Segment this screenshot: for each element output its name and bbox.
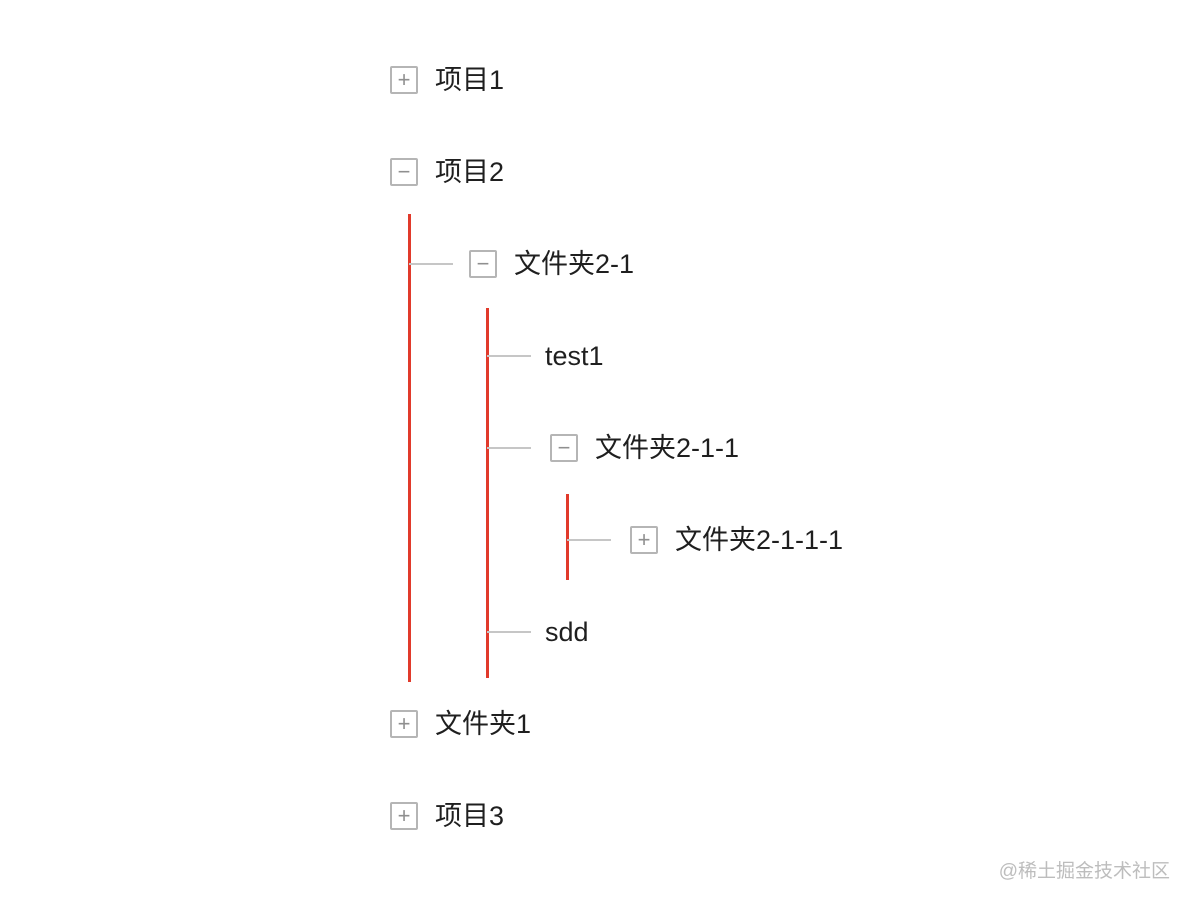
plus-square-icon[interactable]: + [630,526,658,554]
tree-node-label[interactable]: 文件夹2-1-1 [595,433,740,463]
minus-square-icon[interactable]: − [469,250,497,278]
watermark: @稀土掘金技术社区 [998,861,1170,882]
tree-node-label[interactable]: 项目2 [435,157,505,187]
tree-node-label[interactable]: 文件夹2-1 [514,249,635,279]
tree-connector-horizontal [487,631,531,633]
minus-square-icon[interactable]: − [550,434,578,462]
tree-node-label[interactable]: 项目1 [435,65,505,95]
tree-connector-horizontal [567,539,611,541]
tree-node-label[interactable]: 项目3 [435,801,505,831]
tree-node-label[interactable]: 文件夹1 [435,709,532,739]
tree-connector-vertical [408,214,411,682]
minus-square-icon[interactable]: − [390,158,418,186]
plus-square-icon[interactable]: + [390,802,418,830]
plus-square-icon[interactable]: + [390,66,418,94]
tree-connector-vertical [486,308,489,678]
plus-square-icon[interactable]: + [390,710,418,738]
tree-connector-horizontal [487,355,531,357]
tree-node-label[interactable]: sdd [545,617,589,647]
tree-node-label[interactable]: 文件夹2-1-1-1 [675,525,844,555]
tree-connector-horizontal [409,263,453,265]
tree-connector-vertical [566,494,569,580]
tree-connector-horizontal [487,447,531,449]
tree-node-label[interactable]: test1 [545,341,604,371]
